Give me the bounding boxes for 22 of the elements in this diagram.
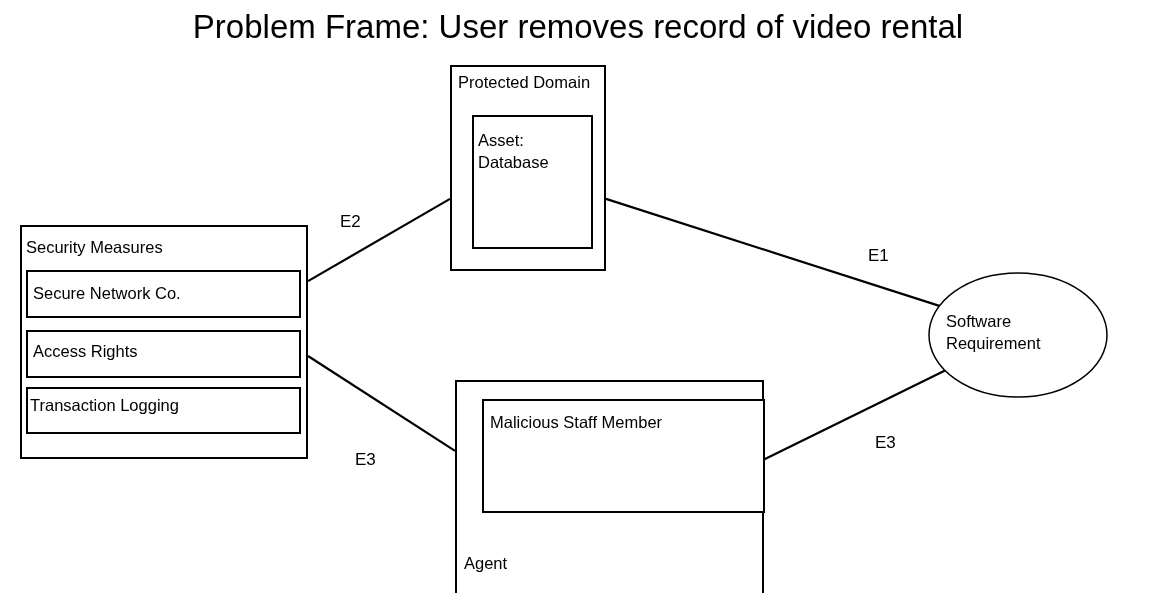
box-label: Malicious Staff Member bbox=[490, 412, 664, 433]
requirement-ellipse bbox=[928, 272, 1108, 398]
asset-box bbox=[472, 115, 593, 249]
connector-line bbox=[307, 355, 456, 452]
box-label: Security Measures bbox=[26, 237, 164, 258]
frame-box bbox=[450, 65, 606, 271]
agent-box bbox=[482, 399, 765, 513]
box-label: Transaction Logging bbox=[30, 395, 180, 416]
frame-box bbox=[20, 225, 308, 459]
box-label: Secure Network Co. bbox=[33, 283, 182, 304]
box-label: Access Rights bbox=[33, 341, 139, 362]
frame-box bbox=[455, 380, 764, 593]
diagram-title: Problem Frame: User removes record of video rental bbox=[191, 7, 965, 47]
measure-box bbox=[26, 330, 301, 378]
measure-box bbox=[26, 387, 301, 434]
connector-line bbox=[307, 197, 451, 283]
box-label: Agent bbox=[464, 553, 509, 574]
measure-box bbox=[26, 270, 301, 318]
connector-line bbox=[605, 197, 940, 307]
box-label: Protected Domain bbox=[458, 72, 592, 93]
requirement-label: Software Requirement bbox=[946, 311, 1042, 354]
box-label: Asset: Database bbox=[478, 130, 550, 173]
